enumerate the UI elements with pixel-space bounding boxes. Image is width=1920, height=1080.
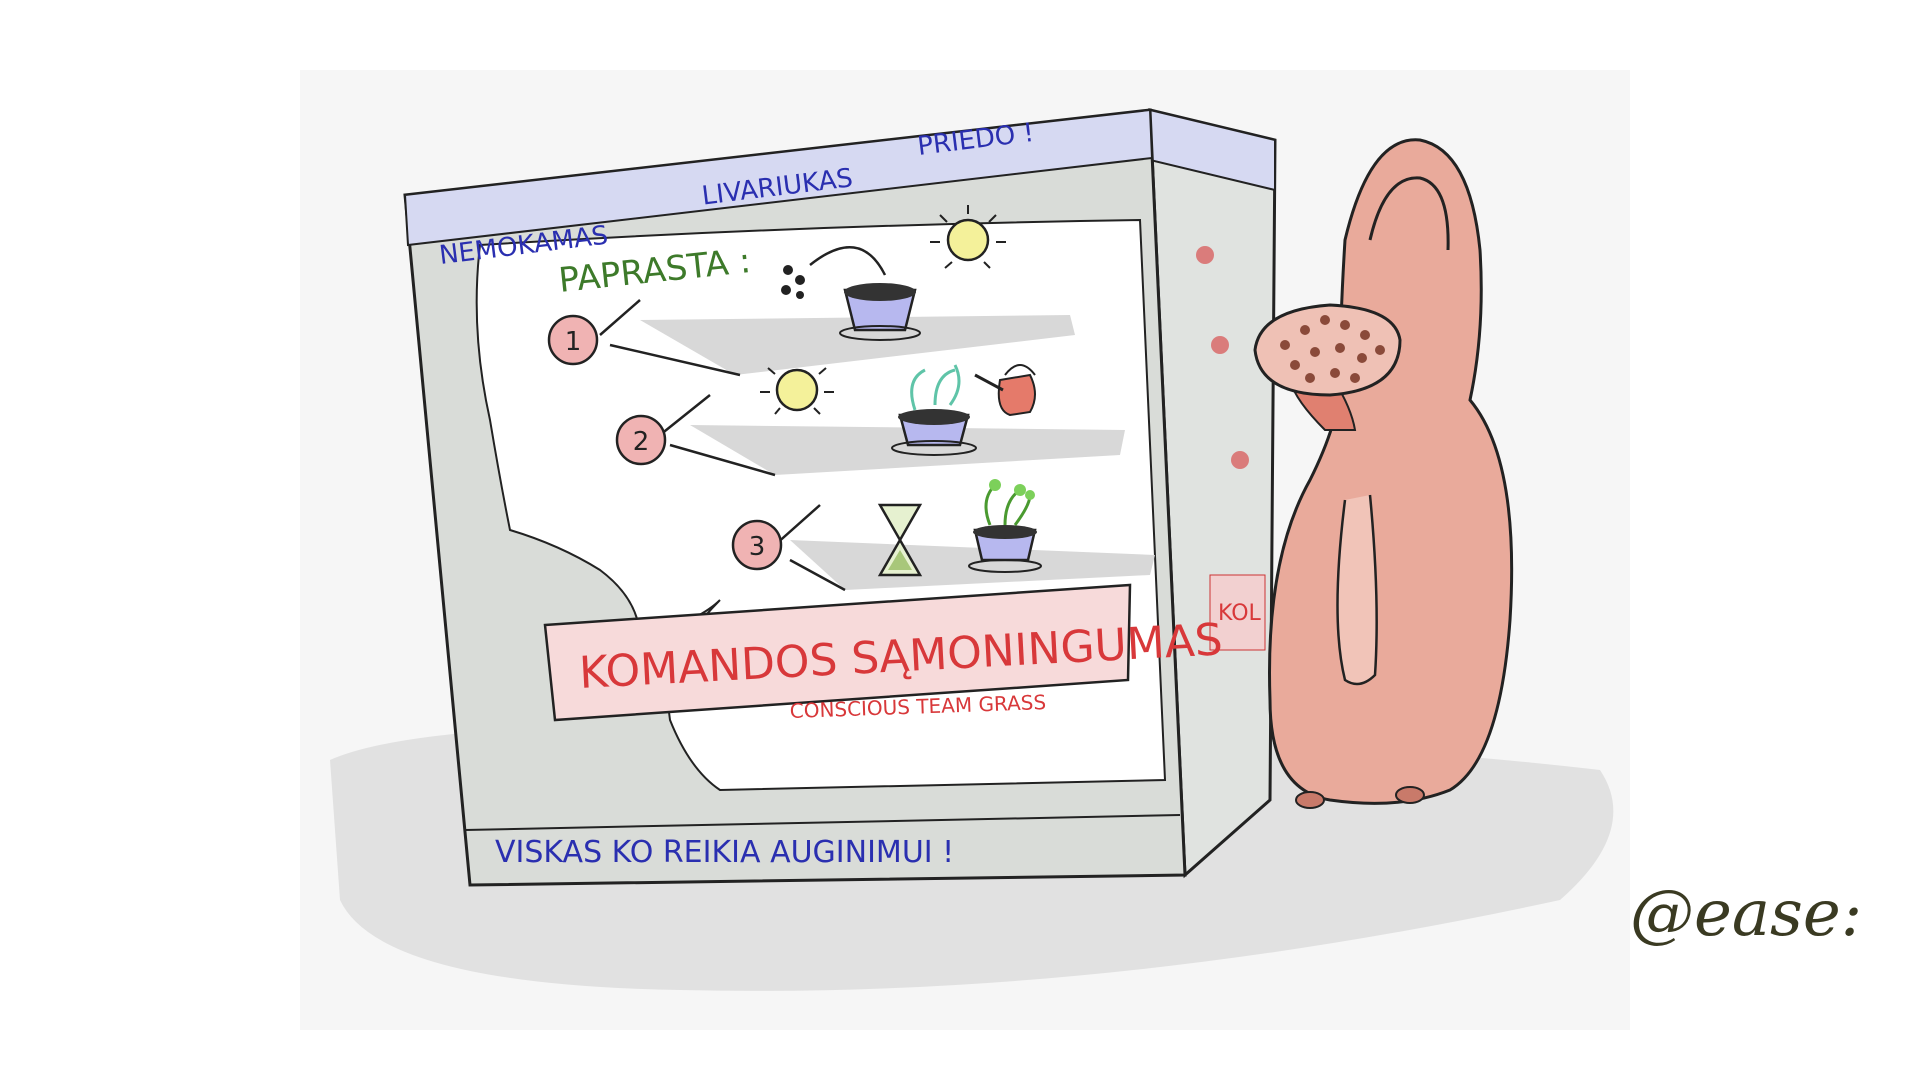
watering-can-icon [974,364,1036,417]
shelf-2 [690,425,1125,475]
step-number: 1 [565,327,582,357]
sun-icon [760,367,834,415]
side-step-2-icon [1211,336,1229,354]
step-number: 2 [633,427,650,457]
side-step-1-icon [1196,246,1214,264]
step-number-badge [731,519,783,571]
step-1: 1 [547,314,599,366]
step-3: 3 [731,519,783,571]
top-banner [403,108,1154,247]
step-2: 2 [615,414,667,466]
leader-lines [599,299,846,592]
step-number-badge [547,314,599,366]
arrow-icon [809,245,887,276]
step-number-badge [615,414,667,466]
shelf-1 [640,315,1075,375]
side-label: KOL [1218,601,1262,626]
watering-pot-icon [891,364,977,456]
shelves [640,315,1155,590]
box-front-panel [403,108,1187,887]
bottom-text: VISKAS KO REIKIA AUGINIMUI ! [495,835,954,870]
hourglass-icon [877,503,923,577]
step-number: 3 [749,532,766,562]
signature: @ease: [1630,877,1862,951]
side-step-3-icon [1231,451,1249,469]
box-side-panel: KOL [1148,108,1277,879]
sun-icon [930,205,1006,269]
pot-with-soil-icon [839,283,921,341]
sprout-pot-icon [968,479,1042,573]
shelf-3 [790,540,1155,590]
seeds-icon [781,265,805,299]
side-label-box [1209,574,1266,651]
watering-can-icon [1253,138,1514,809]
